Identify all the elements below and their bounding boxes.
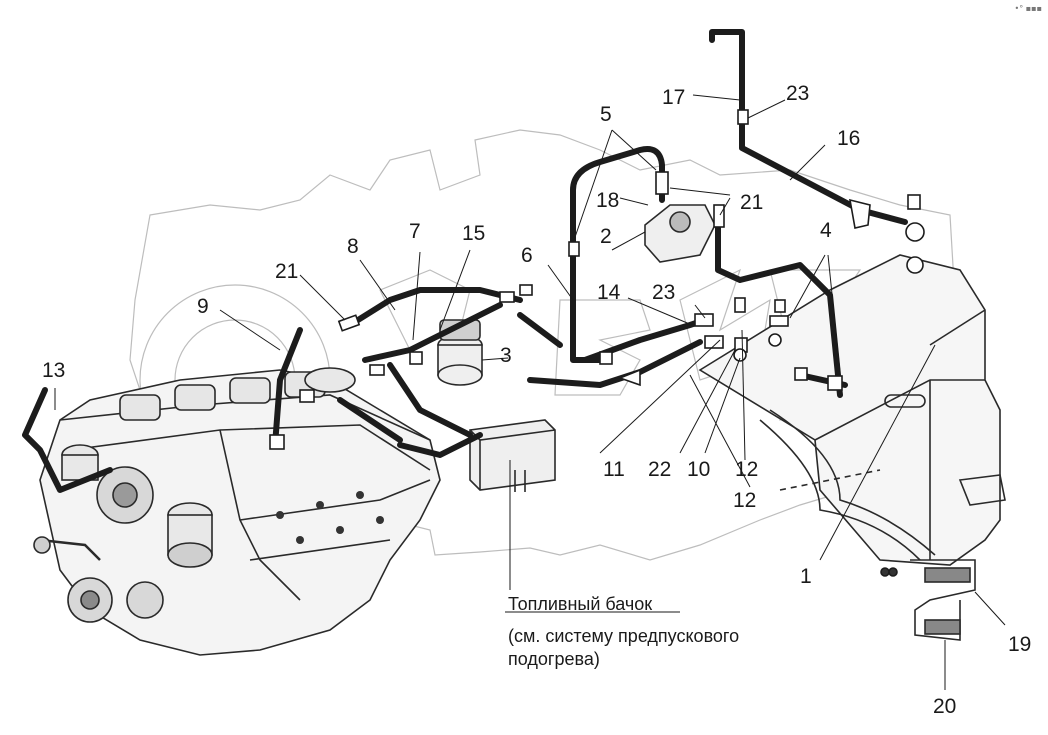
label-13: 13: [42, 359, 66, 382]
label-11: 11: [603, 458, 625, 481]
filters: [437, 204, 716, 386]
label-23-top: 23: [786, 82, 810, 105]
label-14: 14: [597, 281, 621, 304]
note-reference: (см. систему предпускового: [508, 626, 740, 646]
corner-mark: •° ▪▪▪: [1014, 4, 1042, 13]
note-reference-cont: подогрева): [508, 649, 600, 669]
label-1: 1: [800, 565, 812, 588]
label-20: 20: [933, 695, 957, 718]
label-3: 3: [500, 344, 512, 367]
note-fuel-tank: Топливный бачок: [508, 594, 653, 614]
label-18: 18: [596, 189, 620, 212]
label-21-left: 21: [275, 260, 299, 283]
leader-lines: [54, 94, 1006, 690]
label-10: 10: [687, 458, 711, 481]
label-6: 6: [521, 244, 533, 267]
label-12-upper: 12: [735, 458, 759, 481]
small-fuel-tank: [469, 419, 556, 492]
label-7: 7: [409, 220, 421, 243]
label-5: 5: [600, 103, 612, 126]
label-21-right: 21: [740, 191, 764, 214]
label-2: 2: [600, 225, 612, 248]
fuel-tank: [698, 254, 1006, 641]
fittings: [269, 109, 925, 577]
label-12-lower: 12: [733, 489, 757, 512]
label-16: 16: [837, 127, 861, 150]
label-15: 15: [462, 222, 486, 245]
label-17: 17: [662, 86, 686, 109]
label-8: 8: [347, 235, 359, 258]
label-19: 19: [1008, 633, 1032, 656]
label-9: 9: [197, 295, 209, 318]
label-22: 22: [648, 458, 672, 481]
label-4: 4: [820, 219, 832, 242]
engine: [33, 367, 441, 656]
label-23-center: 23: [652, 281, 676, 304]
